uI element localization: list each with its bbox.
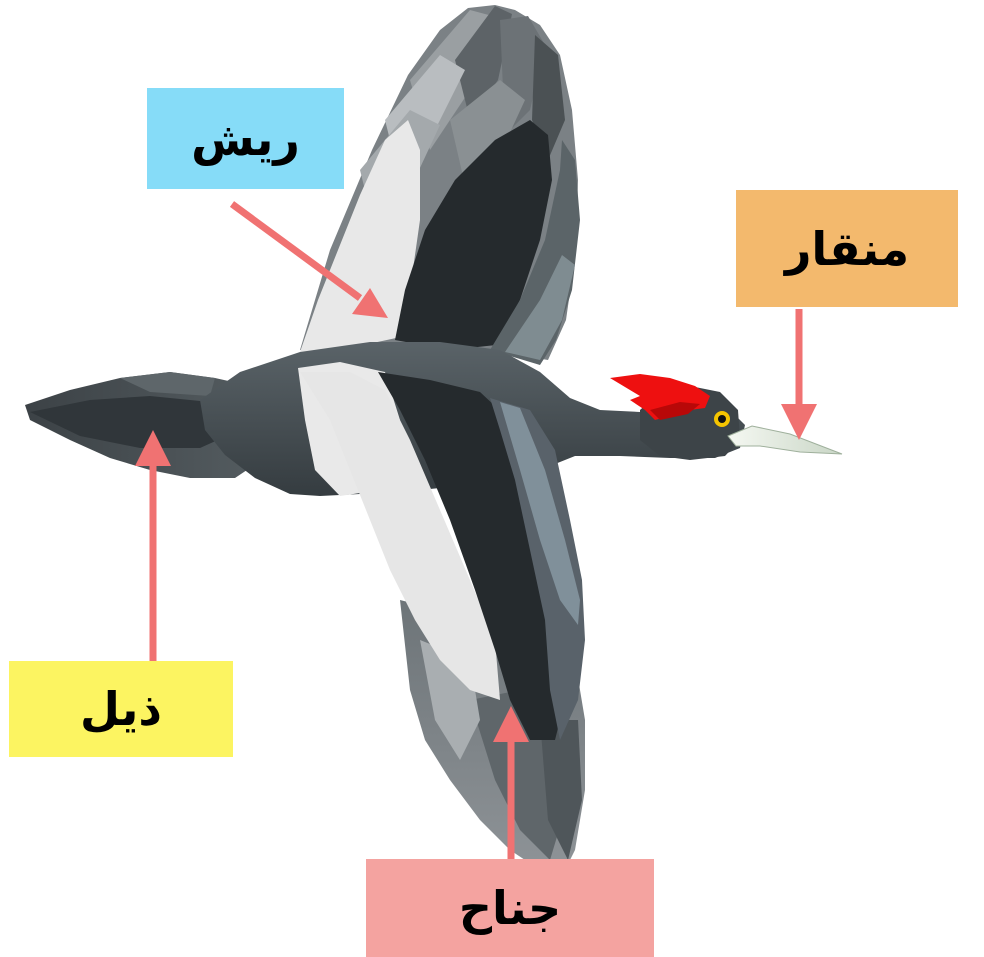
beak-label: منقار — [736, 190, 958, 307]
lower-wing — [300, 372, 585, 880]
feathers-label-text: ريش — [191, 116, 300, 162]
wing-label: جناح — [366, 859, 654, 957]
beak-label-text: منقار — [785, 226, 909, 272]
feathers-label: ريش — [147, 88, 344, 189]
tail-label: ذيل — [9, 661, 233, 757]
wing-label-text: جناح — [459, 885, 561, 931]
tail-label-text: ذيل — [80, 686, 162, 732]
beak — [728, 426, 842, 454]
